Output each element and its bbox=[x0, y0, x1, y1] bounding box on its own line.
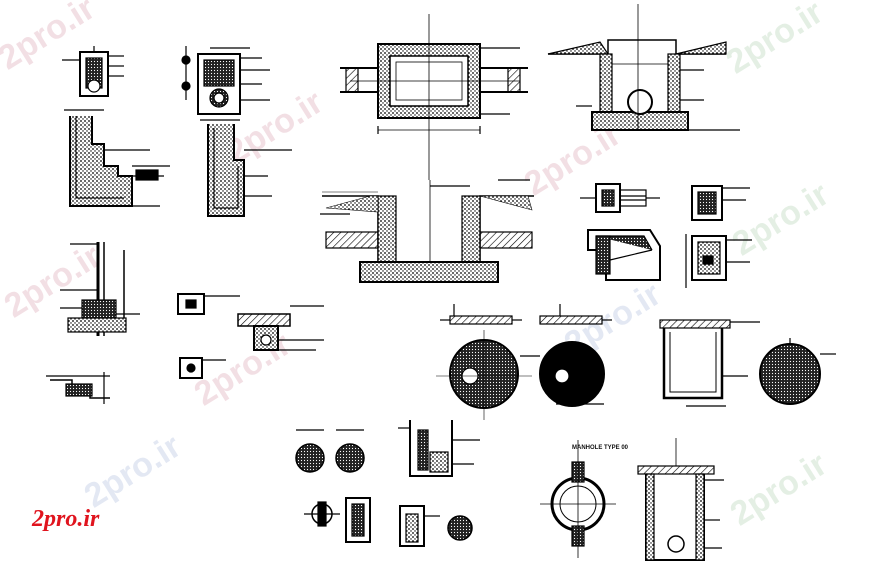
pipe-elevation-strips bbox=[440, 304, 612, 325]
site-logo: 2pro.ir bbox=[32, 506, 100, 532]
small-plan-details bbox=[177, 293, 324, 379]
chamber-section-small-2 bbox=[181, 46, 270, 115]
manhole-type-detail bbox=[540, 438, 724, 561]
chamber-section-top-right bbox=[547, 4, 740, 131]
round-manhole-plans bbox=[295, 330, 836, 541]
chamber-plan-large bbox=[340, 14, 528, 180]
small-detail-cluster-right bbox=[580, 183, 752, 288]
manhole-type-label: MANHOLE TYPE 00 bbox=[572, 445, 629, 451]
stepped-channel-section bbox=[64, 109, 170, 207]
chamber-section-large bbox=[320, 179, 534, 283]
chamber-section-u bbox=[659, 319, 760, 407]
chamber-section-small-1 bbox=[62, 46, 124, 97]
narrow-chamber-section bbox=[200, 119, 292, 217]
stair-detail bbox=[46, 372, 110, 404]
vertical-pipe-detail bbox=[60, 242, 140, 336]
small-sections-lower-middle bbox=[304, 420, 480, 547]
